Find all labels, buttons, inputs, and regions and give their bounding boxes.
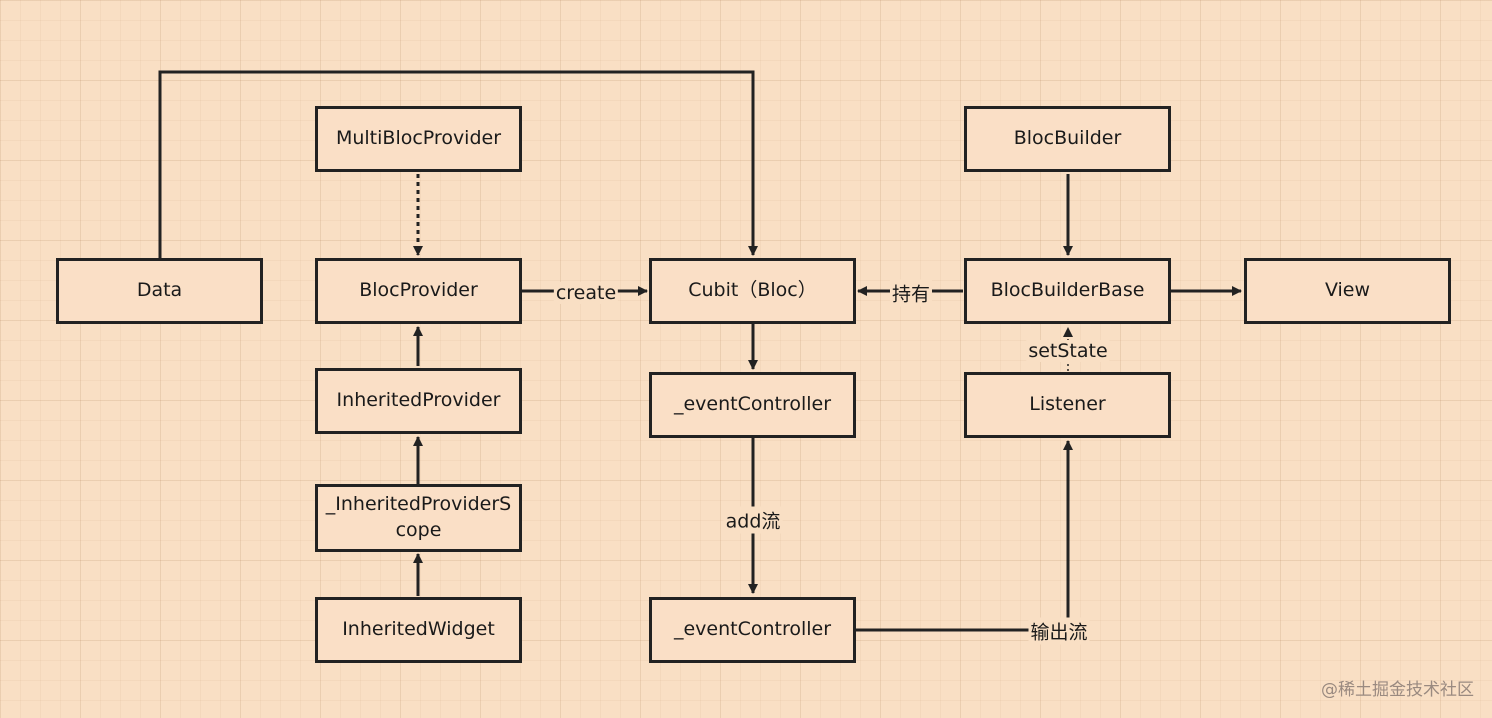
watermark: @稀土掘金技术社区 bbox=[1321, 680, 1474, 700]
edge-label-output-stream: 输出流 bbox=[1028, 617, 1090, 645]
bloc-builder-base-node: BlocBuilderBase bbox=[964, 258, 1171, 324]
bloc-provider-node: BlocProvider bbox=[315, 258, 522, 324]
inherited-provider-node: InheritedProvider bbox=[315, 368, 522, 434]
view-node: View bbox=[1244, 258, 1451, 324]
edge-label-hold: 持有 bbox=[889, 279, 933, 307]
listener-node: Listener bbox=[964, 372, 1171, 438]
edge-label-create: create bbox=[553, 282, 619, 304]
inherited-provider-scope-node: _InheritedProviderScope bbox=[315, 484, 522, 552]
bloc-builder-node: BlocBuilder bbox=[964, 106, 1171, 172]
edge-data-to-cubit bbox=[158, 70, 758, 258]
multi-bloc-provider-node: MultiBlocProvider bbox=[315, 106, 522, 172]
edge-eventcontroller-output bbox=[855, 440, 1073, 632]
cubit-node: Cubit（Bloc） bbox=[649, 258, 856, 324]
edge-label-add-stream: add流 bbox=[723, 506, 783, 534]
edge-label-set-state: setState bbox=[1026, 340, 1110, 362]
inherited-widget-node: InheritedWidget bbox=[315, 597, 522, 663]
data-node: Data bbox=[56, 258, 263, 324]
event-controller-node-1: _eventController bbox=[649, 372, 856, 438]
event-controller-node-2: _eventController bbox=[649, 597, 856, 663]
